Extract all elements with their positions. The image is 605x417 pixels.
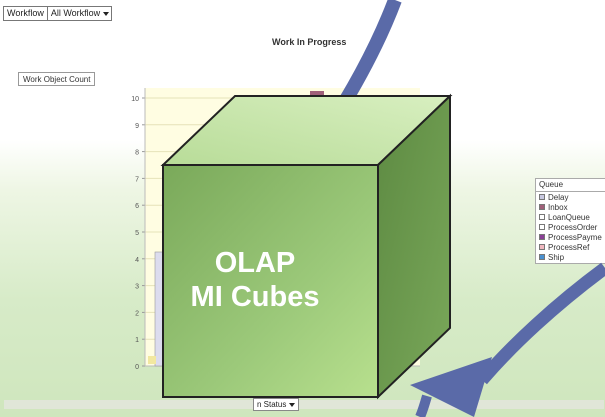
legend-item-label: ProcessOrder [548, 222, 598, 232]
chevron-down-icon[interactable] [289, 402, 296, 407]
cube-front-face [162, 164, 379, 398]
workflow-filter-label: Workflow [3, 6, 48, 21]
y-tick-label: 7 [135, 176, 139, 183]
legend-item[interactable]: ProcessPayme [536, 232, 605, 242]
y-tick-label: 5 [135, 230, 139, 237]
chart-title: Work In Progress [272, 37, 347, 47]
legend-item-label: ProcessRef [548, 242, 590, 252]
legend-title: Queue [539, 180, 564, 189]
legend-swatch [539, 194, 545, 200]
workflow-dropdown[interactable]: All Workflow [47, 6, 113, 21]
workflow-filter[interactable]: Workflow All Workflow [3, 6, 113, 21]
legend-swatch [539, 244, 545, 250]
y-tick-label: 2 [135, 310, 139, 317]
y-tick-label: 4 [135, 257, 139, 264]
legend-item[interactable]: Delay [536, 192, 605, 202]
legend-item[interactable]: Ship [536, 252, 605, 262]
y-tick-label: 0 [135, 364, 139, 371]
legend-item[interactable]: ProcessRef [536, 242, 605, 252]
y-tick-label: 6 [135, 203, 139, 210]
legend-item-label: Inbox [548, 202, 568, 212]
y-tick-label: 9 [135, 123, 139, 130]
legend-swatch [539, 234, 545, 240]
bottom-band [4, 400, 604, 409]
measure-button[interactable]: Work Object Count [18, 72, 96, 86]
arrow-right-head [410, 357, 492, 417]
cube-label-line1: OLAP [214, 247, 296, 279]
legend-swatch [539, 204, 545, 210]
legend-item-label: LoanQueue [548, 212, 590, 222]
y-tick-label: 1 [135, 337, 139, 344]
cube-label-line2: MI Cubes [190, 281, 320, 313]
cube-label: OLAP MI Cubes [165, 246, 345, 314]
y-tick-label: 8 [135, 150, 139, 157]
status-dropdown[interactable]: n Status [253, 398, 300, 411]
workflow-dropdown-value: All Workflow [50, 8, 101, 18]
legend-swatch [539, 214, 545, 220]
legend-swatch [539, 224, 545, 230]
status-dropdown-value: n Status [257, 400, 287, 409]
legend-item[interactable]: Inbox [536, 202, 605, 212]
bar-base [148, 356, 156, 364]
arrow-right-shaft [477, 262, 605, 385]
legend-item-label: ProcessPayme [548, 232, 602, 242]
y-axis: 0 1 2 3 4 5 6 7 8 9 10 [131, 96, 145, 371]
arrow-bottom-shaft [415, 394, 432, 417]
bar-inbox [310, 91, 324, 95]
legend-item-label: Ship [548, 252, 565, 262]
legend-item[interactable]: LoanQueue [536, 212, 605, 222]
legend-item[interactable]: ProcessOrder [536, 222, 605, 232]
chevron-down-icon[interactable] [103, 11, 110, 16]
legend-header[interactable]: Queue [536, 179, 605, 192]
legend-swatch [539, 254, 545, 260]
y-tick-label: 10 [131, 96, 139, 103]
y-tick-label: 3 [135, 284, 139, 291]
legend-item-label: Delay [548, 192, 569, 202]
